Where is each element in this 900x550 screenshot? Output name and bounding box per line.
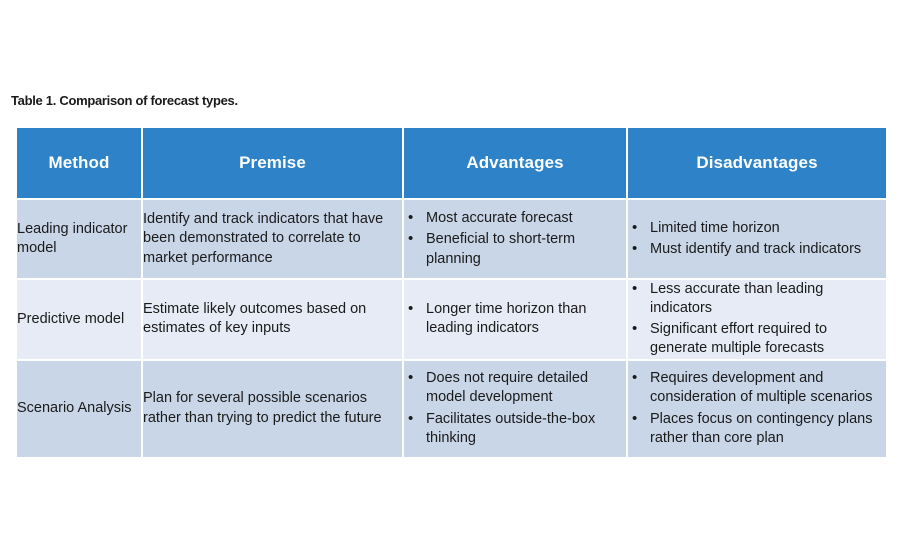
list-item: Beneficial to short-term planning xyxy=(404,229,626,268)
list-item: Does not require detailed model developm… xyxy=(404,368,626,407)
cell-disadvantages: Less accurate than leading indicators Si… xyxy=(628,279,886,359)
cell-premise: Estimate likely outcomes based on estima… xyxy=(143,280,402,359)
list-item: Places focus on contingency plans rather… xyxy=(628,408,886,448)
cell-premise: Identify and track indicators that have … xyxy=(143,200,402,278)
column-header-advantages: Advantages xyxy=(404,128,626,198)
advantages-list: Does not require detailed model developm… xyxy=(404,368,626,448)
list-item: Limited time horizon xyxy=(628,218,886,238)
cell-advantages: Does not require detailed model developm… xyxy=(404,360,626,457)
cell-advantages: Longer time horizon than leading indicat… xyxy=(404,280,626,359)
list-item: Facilitates outside-the-box thinking xyxy=(404,408,626,448)
list-item: Longer time horizon than leading indicat… xyxy=(404,299,626,338)
method-label: Predictive model xyxy=(17,310,125,327)
list-item: Significant effort required to generate … xyxy=(628,319,886,358)
column-header-disadvantages: Disadvantages xyxy=(628,128,886,198)
method-label: Leading indicator model xyxy=(17,220,128,256)
cell-disadvantages: Limited time horizon Must identify and t… xyxy=(628,200,886,278)
list-item: Less accurate than leading indicators xyxy=(628,279,886,318)
disadvantages-list: Limited time horizon Must identify and t… xyxy=(628,218,886,259)
method-label: Scenario Analysis xyxy=(17,399,132,416)
cell-disadvantages: Requires development and consideration o… xyxy=(628,360,886,457)
header-row: Method Premise Advantages Disadvantages xyxy=(17,128,886,198)
list-item: Most accurate forecast xyxy=(404,208,626,228)
cell-method: Predictive model xyxy=(17,280,141,359)
advantages-list: Longer time horizon than leading indicat… xyxy=(404,299,626,338)
list-item: Must identify and track indicators xyxy=(628,239,886,259)
premise-text: Plan for several possible scenarios rath… xyxy=(143,390,382,426)
advantages-list: Most accurate forecast Beneficial to sho… xyxy=(404,208,626,268)
disadvantages-list: Less accurate than leading indicators Si… xyxy=(628,279,886,359)
table-container: Method Premise Advantages Disadvantages … xyxy=(15,126,888,459)
premise-text: Estimate likely outcomes based on estima… xyxy=(143,301,367,337)
forecast-comparison-table: Method Premise Advantages Disadvantages … xyxy=(15,126,888,459)
table-row: Predictive model Estimate likely outcome… xyxy=(17,279,886,359)
table-row: Scenario Analysis Plan for several possi… xyxy=(17,360,886,457)
premise-text: Identify and track indicators that have … xyxy=(143,211,384,266)
cell-advantages: Most accurate forecast Beneficial to sho… xyxy=(404,200,626,278)
table-header: Method Premise Advantages Disadvantages xyxy=(17,128,886,198)
table-row: Leading indicator model Identify and tra… xyxy=(17,200,886,278)
cell-method: Leading indicator model xyxy=(17,200,141,278)
column-header-method: Method xyxy=(17,128,141,198)
column-header-premise: Premise xyxy=(143,128,402,198)
cell-method: Scenario Analysis xyxy=(17,360,141,457)
cell-premise: Plan for several possible scenarios rath… xyxy=(143,360,402,457)
list-item: Requires development and consideration o… xyxy=(628,368,886,407)
table-body: Leading indicator model Identify and tra… xyxy=(17,200,886,457)
table-caption: Table 1. Comparison of forecast types. xyxy=(11,93,238,108)
disadvantages-list: Requires development and consideration o… xyxy=(628,368,886,448)
